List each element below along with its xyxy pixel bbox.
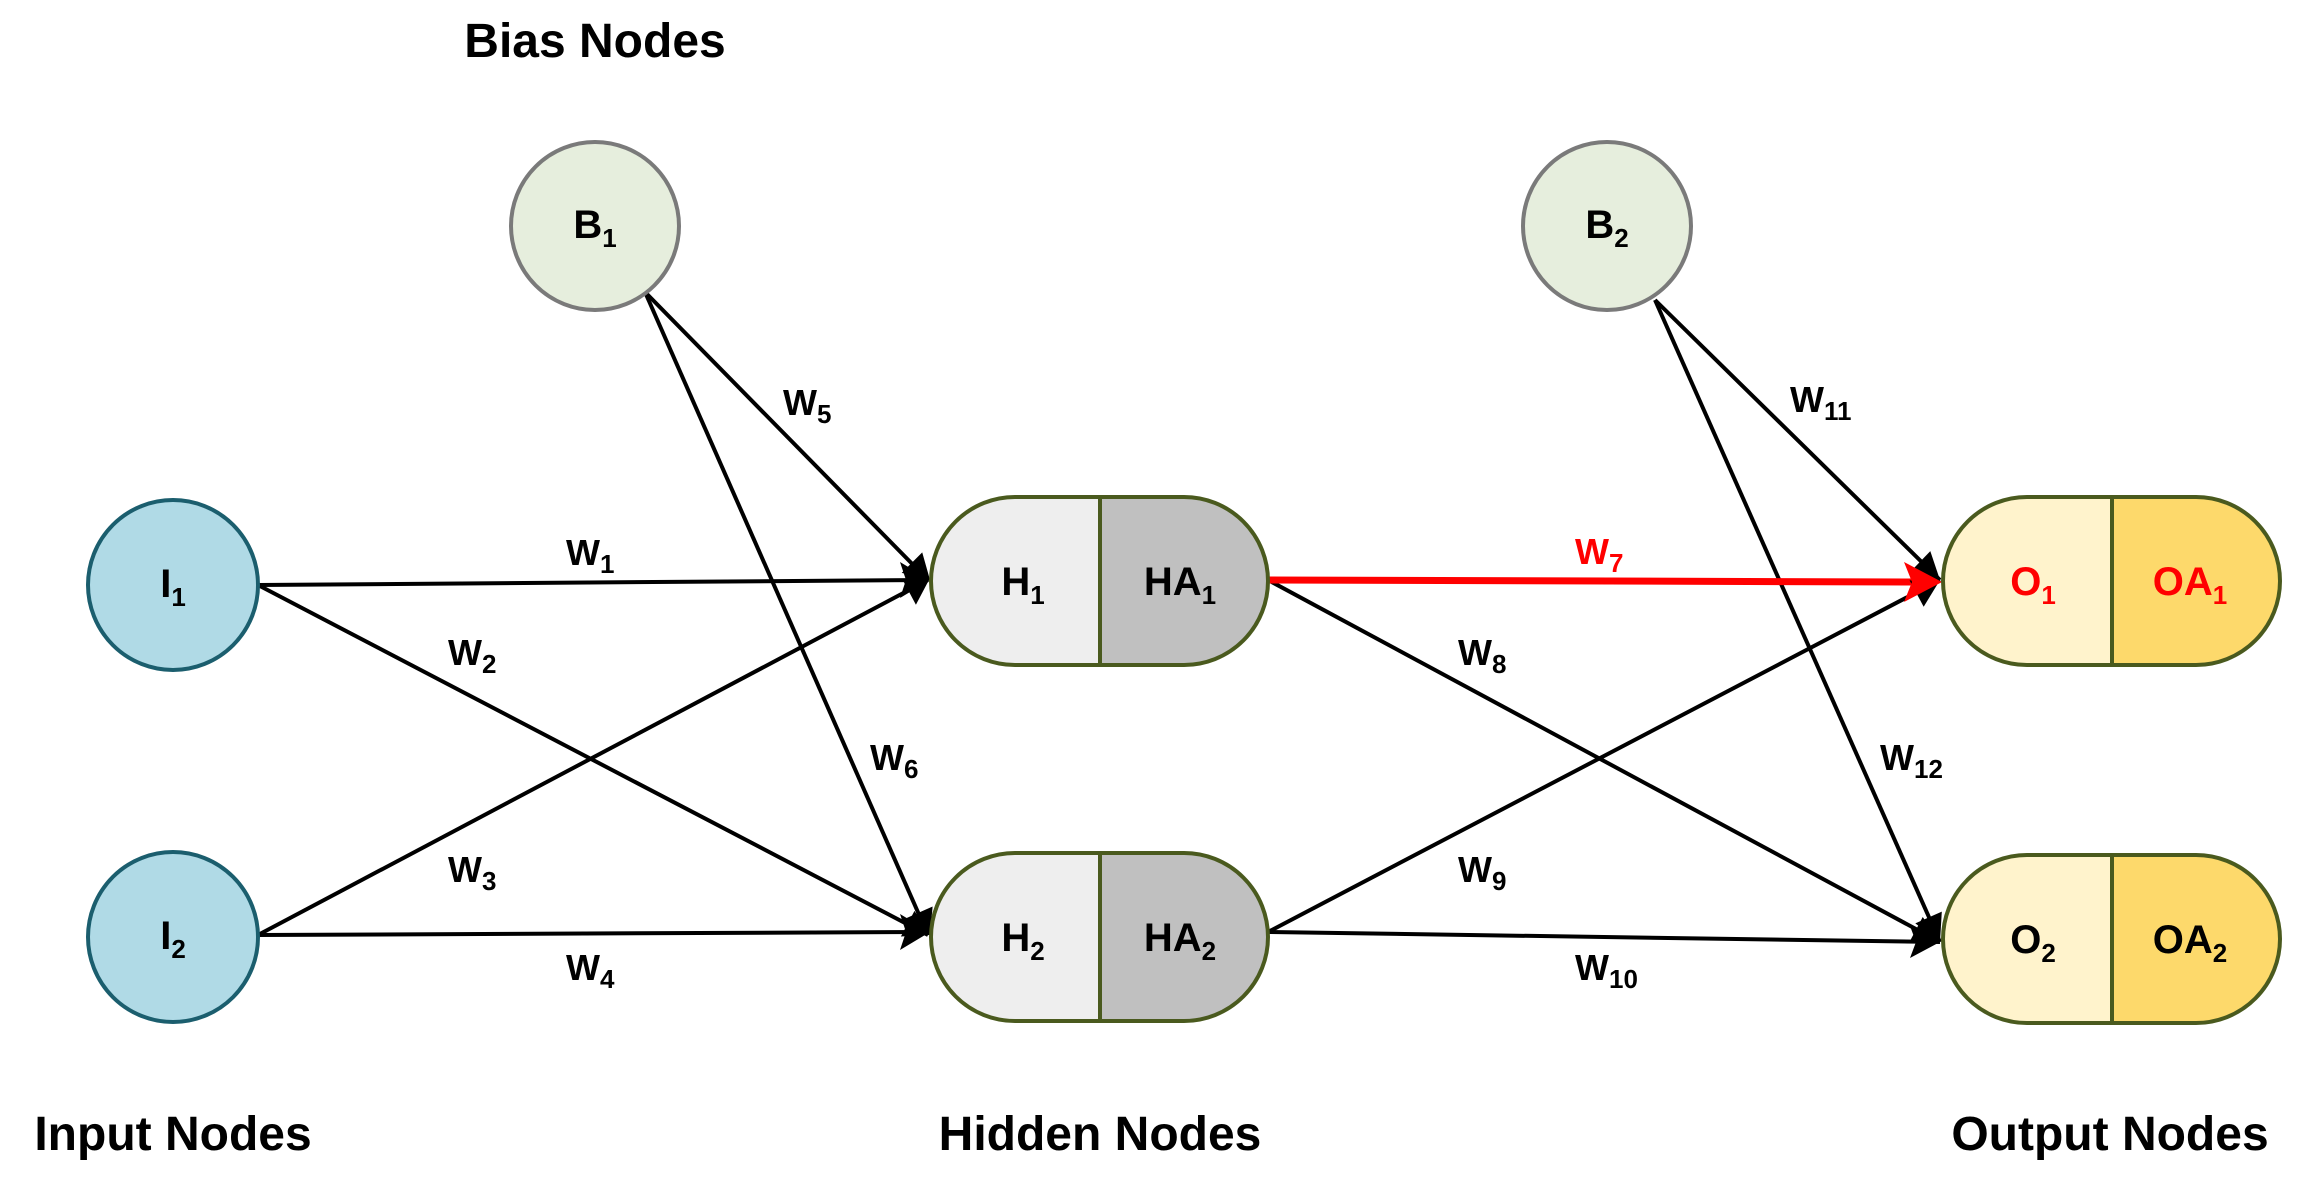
output-node-oa1-label: OA1 [2153, 560, 2227, 610]
title-bias-nodes: Bias Nodes [464, 15, 725, 68]
weight-label-w2: W2 [448, 632, 496, 679]
edges [257, 290, 1942, 944]
arrowhead-h2-c [906, 906, 933, 935]
edge-w6 [643, 291, 930, 936]
weight-label-w4: W4 [566, 947, 615, 994]
edge-w9 [1267, 578, 1941, 934]
hidden-node-ha1-label: HA1 [1144, 560, 1216, 610]
weight-label-w7: W7 [1575, 531, 1623, 578]
title-input-nodes: Input Nodes [34, 1108, 311, 1161]
output-node-oa2-label: OA2 [2153, 918, 2227, 968]
title-output-nodes: Output Nodes [1951, 1108, 2268, 1161]
bias-node-b1: B1 [509, 140, 681, 312]
bias-node-b2: B2 [1521, 140, 1693, 312]
weight-label-w8: W8 [1458, 632, 1506, 679]
edge-w5 [643, 290, 930, 582]
weight-label-w6: W6 [870, 737, 918, 784]
hidden-node-h1: H1 HA1 [929, 495, 1270, 667]
edge-w2 [257, 583, 929, 937]
input-node-i1: I1 [86, 498, 260, 672]
arrowheads [900, 551, 1942, 958]
hidden-node-h2: H2 HA2 [929, 851, 1270, 1023]
arrowhead-o2-c [1915, 911, 1942, 942]
weight-label-w1: W1 [566, 532, 614, 579]
edge-w10 [1267, 930, 1941, 944]
weight-labels: W1 W2 W3 W4 W5 W6 W7 W8 W9 W10 W11 W12 [448, 379, 1943, 994]
weight-label-w5: W5 [783, 382, 831, 429]
weight-label-w3: W3 [448, 849, 496, 896]
edge-w11 [1653, 298, 1942, 582]
edge-w3 [257, 578, 929, 937]
arrowhead-o2-b [1910, 926, 1940, 958]
hidden-node-h2-label: H2 [1001, 916, 1044, 966]
title-hidden-nodes: Hidden Nodes [939, 1108, 1262, 1161]
weight-label-w10: W10 [1575, 947, 1638, 994]
input-node-i2: I2 [86, 850, 260, 1024]
arrowhead-o1-red [1904, 562, 1942, 602]
hidden-node-ha2-label: HA2 [1144, 916, 1216, 966]
edge-w1 [257, 578, 929, 587]
weight-label-w11: W11 [1790, 379, 1851, 426]
edge-w7-highlighted [1267, 576, 1921, 586]
input-node-i2-label: I2 [160, 914, 186, 964]
edge-w12 [1653, 299, 1942, 943]
edge-w8 [1267, 578, 1941, 944]
output-node-o2-label: O2 [2010, 918, 2056, 968]
output-node-o1: O1 OA1 [1941, 495, 2282, 667]
edge-w4 [257, 930, 929, 937]
bias-node-b2-label: B2 [1585, 203, 1628, 253]
input-node-i1-label: I1 [160, 562, 186, 612]
arrowhead-h1-c [901, 552, 930, 580]
output-node-o1-label: O1 [2010, 560, 2056, 610]
output-node-o2: O2 OA2 [1941, 853, 2282, 1025]
weight-label-w12: W12 [1880, 737, 1943, 784]
hidden-node-h1-label: H1 [1001, 560, 1044, 610]
arrowhead-h1-b [903, 578, 930, 605]
weight-label-w9: W9 [1458, 849, 1506, 896]
bias-node-b1-label: B1 [573, 203, 616, 253]
